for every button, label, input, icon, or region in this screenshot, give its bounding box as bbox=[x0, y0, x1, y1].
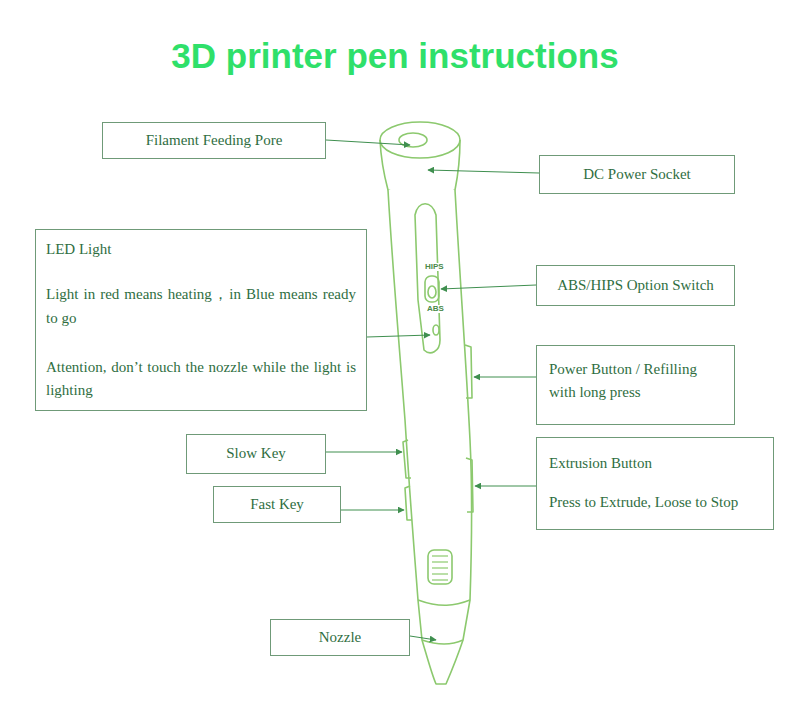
switch-label: HIPS bbox=[424, 263, 445, 271]
callout-label: LED Light bbox=[46, 238, 356, 261]
grip-rib bbox=[432, 555, 448, 556]
callout-note: Light in red means heating，in Blue means… bbox=[46, 283, 356, 330]
title: 3D printer pen instructions bbox=[0, 36, 790, 76]
switch-label: ABS bbox=[426, 305, 445, 313]
callout-box: DC Power Socket bbox=[539, 155, 735, 194]
callout-label: Fast Key bbox=[222, 493, 332, 516]
callout-label: Power Button / Refilling with long press bbox=[549, 358, 722, 405]
callout-label: DC Power Socket bbox=[550, 163, 724, 186]
callout-box: Filament Feeding Pore bbox=[102, 122, 326, 159]
callout-label: Filament Feeding Pore bbox=[113, 129, 315, 152]
callout-label: Slow Key bbox=[195, 442, 317, 465]
callout-label: ABS/HIPS Option Switch bbox=[545, 274, 726, 297]
callout-box: Slow Key bbox=[186, 434, 326, 474]
callout-box: Extrusion ButtonPress to Extrude, Loose … bbox=[536, 437, 774, 530]
callout-box: Fast Key bbox=[213, 486, 341, 523]
callout-note: Press to Extrude, Loose to Stop bbox=[549, 491, 761, 514]
callout-label: Nozzle bbox=[279, 626, 401, 649]
grip-rib bbox=[432, 561, 448, 562]
grip-rib bbox=[432, 567, 448, 568]
grip-rib bbox=[432, 573, 448, 574]
callout-box: LED LightLight in red means heating，in B… bbox=[35, 229, 367, 411]
grip-rib bbox=[432, 579, 448, 580]
callout-box: ABS/HIPS Option Switch bbox=[536, 265, 735, 306]
callout-label: Extrusion Button bbox=[549, 452, 761, 475]
callout-box: Power Button / Refilling with long press bbox=[536, 345, 735, 425]
callout-box: Nozzle bbox=[270, 619, 410, 656]
callout-note: Attention, don’t touch the nozzle while … bbox=[46, 356, 356, 403]
